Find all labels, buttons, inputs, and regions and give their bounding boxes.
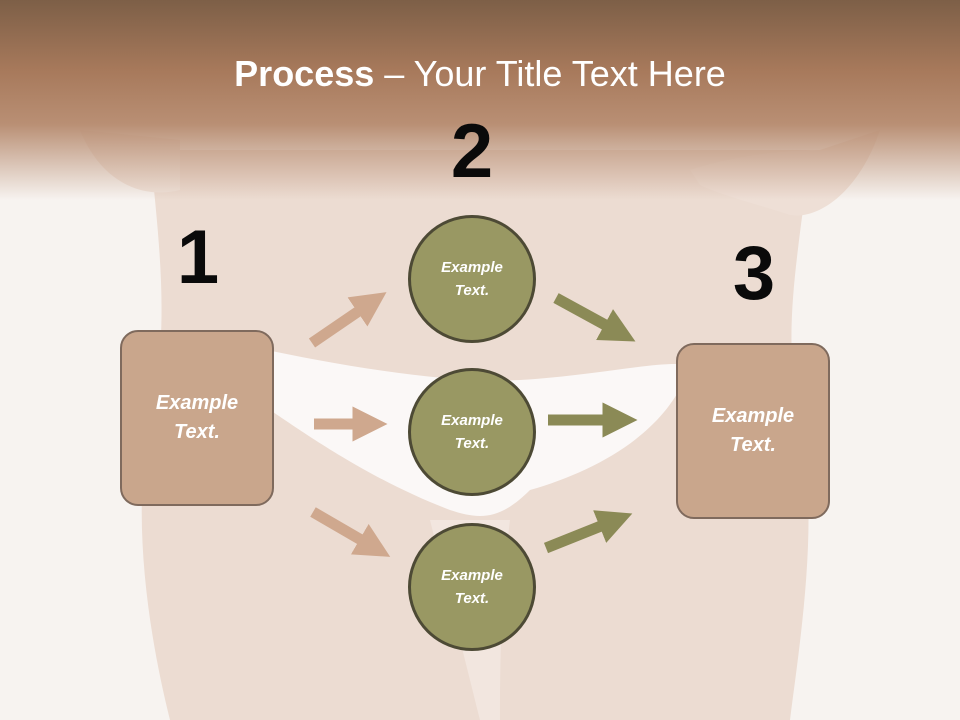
- arrow-1-to-bottom: [310, 507, 391, 557]
- slide-title: Process – Your Title Text Here: [0, 52, 960, 96]
- circle-middle-line1: Example: [441, 412, 503, 429]
- step-3-label-line1: Example: [711, 405, 795, 427]
- arrow-bottom-to-3: [543, 510, 633, 554]
- step-1-label-line2: Text.: [174, 421, 220, 443]
- step-3-box-label: Example Text.: [712, 402, 794, 460]
- circle-top: Example Text.: [408, 215, 536, 343]
- circle-top-label: Example Text.: [441, 256, 503, 302]
- step-number-3: 3: [732, 231, 776, 316]
- circle-top-line2: Text.: [454, 282, 490, 299]
- arrow-top-to-3: [553, 293, 636, 342]
- circle-middle-line2: Text.: [454, 435, 490, 452]
- step-1-label-line1: Example: [155, 392, 239, 414]
- title-bold: Process: [234, 53, 375, 94]
- circle-bottom-label: Example Text.: [441, 564, 503, 610]
- circle-middle: Example Text.: [408, 368, 536, 496]
- step-number-2: 2: [450, 109, 494, 194]
- step-1-box-label: Example Text.: [156, 389, 238, 447]
- step-3-box: Example Text.: [676, 343, 830, 519]
- arrow-1-to-top: [308, 292, 387, 348]
- circle-bottom-line1: Example: [441, 567, 503, 584]
- step-number-1: 1: [176, 215, 220, 300]
- title-rest: – Your Title Text Here: [374, 53, 726, 94]
- step-1-box: Example Text.: [120, 330, 274, 506]
- circle-bottom-line2: Text.: [454, 590, 490, 607]
- circle-top-line1: Example: [441, 259, 503, 276]
- title-band: [0, 0, 960, 200]
- circle-middle-label: Example Text.: [441, 409, 503, 455]
- circle-bottom: Example Text.: [408, 523, 536, 651]
- step-3-label-line2: Text.: [730, 434, 776, 456]
